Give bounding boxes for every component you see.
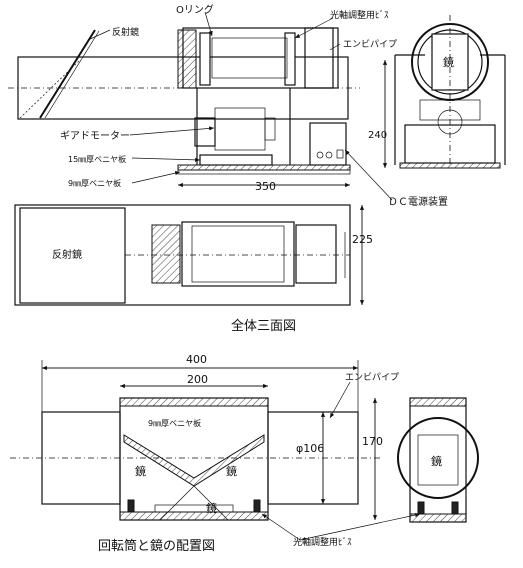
bottom-drum-bottom-board <box>119 511 269 521</box>
overall-caption: 全体三面図 <box>231 318 296 334</box>
drum-core <box>211 37 288 79</box>
front-elevation: 350 Oリング 光軸調整用ﾋﾞｽ エンビパイプ 反射鏡 ギアドモーター 15㎜… <box>8 3 448 208</box>
dim-225-label: 225 <box>352 233 373 246</box>
mirror-diagonal <box>39 29 96 119</box>
bearing-right <box>284 32 296 86</box>
o-ring-label: Oリング <box>176 3 214 16</box>
optical-screw-label-bottom: 光軸調整用ﾋﾞｽ <box>293 536 352 548</box>
dim-350-label: 350 <box>255 180 276 193</box>
leader-pvc-top <box>329 43 341 51</box>
dc-switch <box>336 149 344 159</box>
mirror-reflection-line <box>19 59 81 119</box>
leader-15mm <box>131 157 201 162</box>
leader-o-ring <box>204 11 213 37</box>
bottom-caption: 回転筒と鏡の配置図 <box>98 538 215 554</box>
mirror-support-left <box>159 485 195 521</box>
plan-mirror-label: 反射鏡 <box>52 248 82 261</box>
side-base <box>399 162 501 169</box>
mirror-label-top: 反射鏡 <box>112 26 139 38</box>
leader-screw-top <box>294 17 334 39</box>
gear-motor-body <box>214 107 266 151</box>
bottom-drum-box <box>119 397 269 521</box>
v-mirror-pair <box>123 434 265 487</box>
screw-bottom-right <box>253 499 261 513</box>
pvc-pipe-label-top: エンビパイプ <box>343 39 397 50</box>
leader-screw-bottom-1 <box>261 513 301 541</box>
leader-9mm <box>131 171 181 184</box>
veneer-15mm-label: 15㎜厚ベニヤ板 <box>68 154 126 164</box>
side-elevation: 鏡 240 <box>368 15 506 169</box>
gear-motor-mount <box>194 117 216 147</box>
side-motor-top <box>419 99 481 121</box>
plan-view: 反射鏡 225 <box>14 204 373 306</box>
plan-mirror-rect <box>19 207 126 304</box>
plan-o-ring-left <box>151 224 181 284</box>
mirror-support-right <box>193 485 229 521</box>
gear-motor-shaft <box>264 117 276 141</box>
mirror-bottom-label: 鏡 <box>206 501 217 515</box>
end-view-screw-left <box>417 501 425 515</box>
leader-dc-power <box>344 149 393 201</box>
base-board-15mm <box>177 164 351 171</box>
dim-170-label: 170 <box>362 435 383 448</box>
dim-400-label: 400 <box>186 353 207 366</box>
mirror-left-label: 鏡 <box>135 464 146 478</box>
bottom-mirror-plate <box>154 504 234 513</box>
side-motor-gear <box>437 109 463 135</box>
motor-base <box>199 154 273 166</box>
pvc-pipe-label-bottom: エンビパイプ <box>345 372 399 383</box>
side-housing <box>404 124 496 164</box>
base-board-9mm <box>177 169 351 175</box>
mirror-diagonal-back <box>44 30 100 119</box>
gear-motor-label: ギアドモーター <box>60 130 130 142</box>
drum-right-block <box>304 27 334 89</box>
dim-106-label: φ106 <box>296 442 324 455</box>
dc-knob-1 <box>316 151 324 159</box>
drum-layout-view: 400 200 9㎜厚ベニヤ板 鏡 鏡 鏡 φ106 170 <box>10 353 479 548</box>
plan-drum-right <box>295 224 337 284</box>
leader-mirror <box>87 29 111 41</box>
end-view-screw-right <box>451 501 459 515</box>
end-view-top-board <box>409 397 467 407</box>
plan-drum-core <box>191 225 285 283</box>
veneer-9mm-label-top: 9㎜厚ベニヤ板 <box>68 178 121 188</box>
dc-knob-2 <box>325 151 333 159</box>
end-view-pipe-circle <box>397 417 479 499</box>
end-view-mirror-label: 鏡 <box>431 454 442 468</box>
leader-screw-bottom-2 <box>299 512 421 541</box>
mirror-right-label: 鏡 <box>226 464 237 478</box>
bottom-drum-top-board <box>119 397 269 407</box>
plan-drum <box>181 221 295 287</box>
optical-screw-label-top: 光軸調整用ﾋﾞｽ <box>330 9 389 21</box>
veneer-9mm-label-bottom: 9㎜厚ベニヤ板 <box>148 418 201 428</box>
dc-power-unit <box>309 122 347 166</box>
dim-240-label: 240 <box>368 130 387 141</box>
end-view-bottom-board <box>409 513 467 523</box>
leader-gear-motor <box>129 126 215 136</box>
dc-power-label: ＤＣ電源装置 <box>388 195 448 208</box>
leader-pvc-bottom <box>329 381 351 419</box>
o-ring-left <box>177 29 197 89</box>
screw-bottom-left <box>127 499 135 513</box>
bearing-left <box>199 32 211 86</box>
side-mirror-label: 鏡 <box>443 55 454 69</box>
dim-200-label: 200 <box>187 373 208 386</box>
end-view-mirror <box>417 434 459 486</box>
